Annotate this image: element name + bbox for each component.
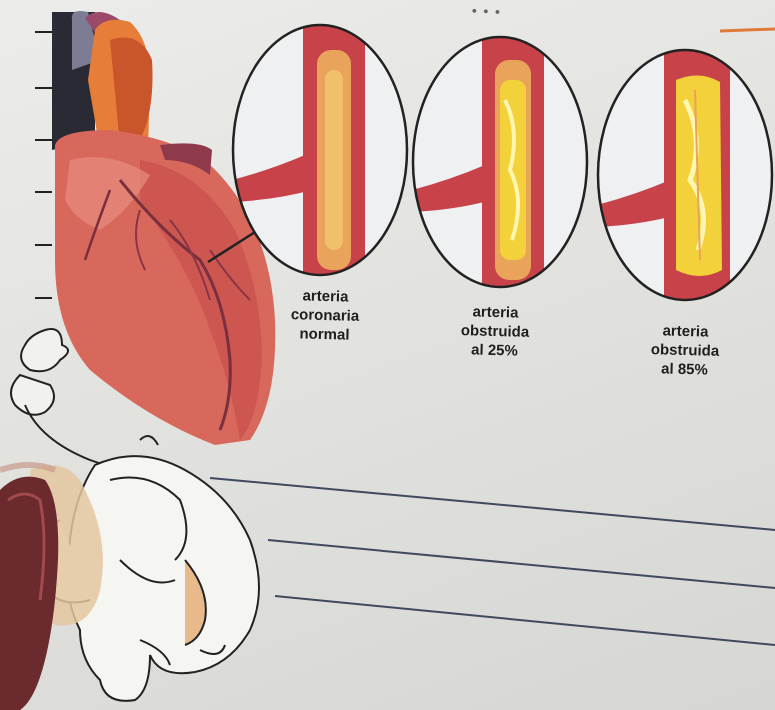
caption-line: al 25% [429, 339, 559, 361]
ruled-lines [210, 478, 775, 645]
handwritten-title: ... [469, 0, 505, 22]
caption-normal-artery: arteria coronaria normal [259, 285, 390, 345]
margin-ticks [35, 32, 52, 298]
caption-artery-25: arteria obstruida al 25% [429, 301, 560, 361]
caption-line: al 85% [619, 358, 749, 380]
caption-line: normal [259, 323, 389, 345]
artery-25 [412, 22, 587, 312]
orange-underline [720, 29, 775, 31]
caption-artery-85: arteria obstruida al 85% [619, 320, 750, 380]
thumb [0, 465, 58, 710]
artery-85 [597, 35, 772, 325]
heart-image [52, 11, 275, 445]
